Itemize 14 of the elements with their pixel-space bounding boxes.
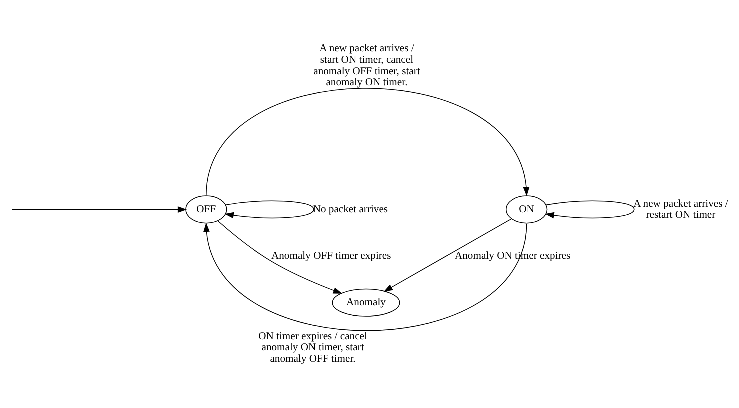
arrow: [384, 218, 512, 292]
arrow: [12, 206, 188, 213]
arrow: [204, 222, 528, 332]
arrow: [218, 220, 343, 294]
edge-label: A new packet arrives / start ON timer, cancel anomaly OFF timer, start anomaly ON timer.: [314, 44, 420, 89]
edge-label: Anomaly OFF timer expires: [272, 251, 392, 262]
edge-label: A new packet arrives / restart ON timer: [634, 198, 728, 222]
arrow: [545, 200, 635, 219]
node-ellipse: ON: [506, 196, 548, 224]
edge-label: No packet arrives: [313, 204, 388, 216]
node-ellipse: OFF: [186, 196, 228, 224]
arrow: [206, 88, 530, 196]
edge-label: ON timer expires / cancel anomaly ON timer, start anomaly OFF timer.: [258, 331, 368, 366]
arrow: [224, 200, 314, 219]
